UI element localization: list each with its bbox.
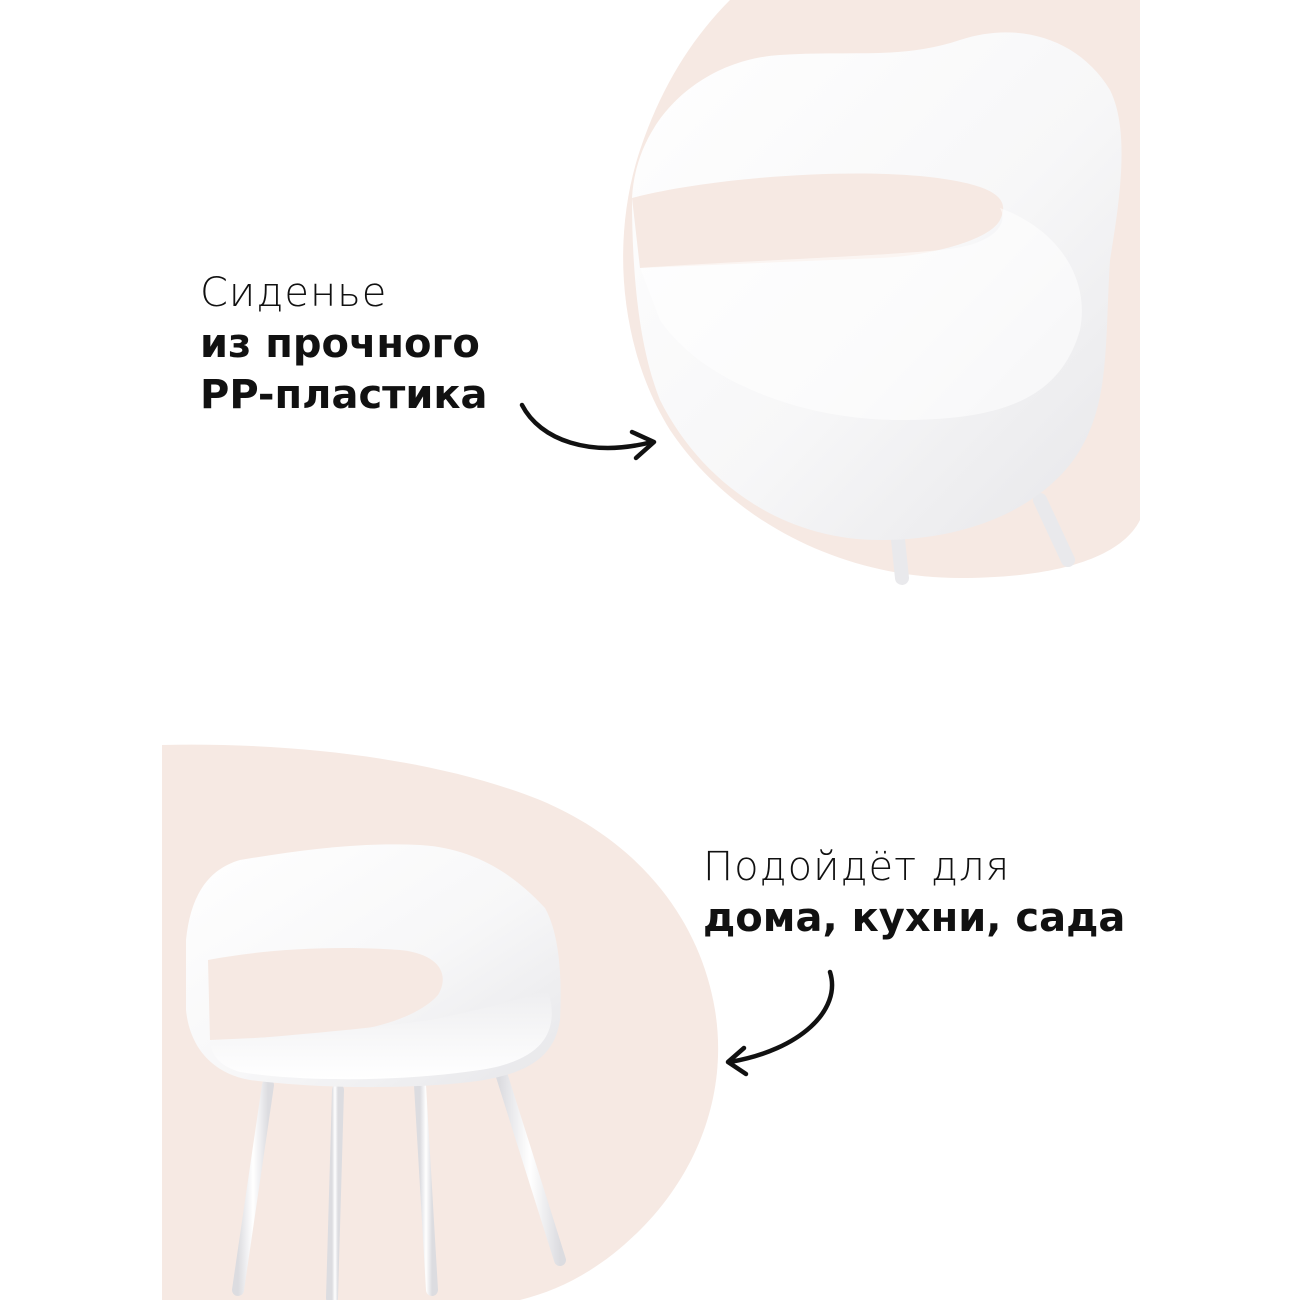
caption-emphasis-line-2: PP-пластика (200, 372, 488, 419)
caption-emphasis-line-1: из прочного (200, 321, 480, 368)
caption-emphasis-line: дома, кухни, сада (703, 895, 1126, 942)
curved-arrow-right-icon (519, 402, 657, 461)
chair-closeup-image (632, 32, 1122, 585)
feature-caption-usage: Подойдёт для дома, кухни, сада (703, 842, 1125, 944)
caption-title: Сиденье (200, 270, 388, 316)
caption-title: Подойдёт для (703, 844, 1011, 890)
feature-caption-material: Сиденье из прочного PP-пластика (200, 268, 488, 422)
chair-full-image (186, 844, 566, 1300)
curved-arrow-down-left-icon (725, 969, 835, 1077)
